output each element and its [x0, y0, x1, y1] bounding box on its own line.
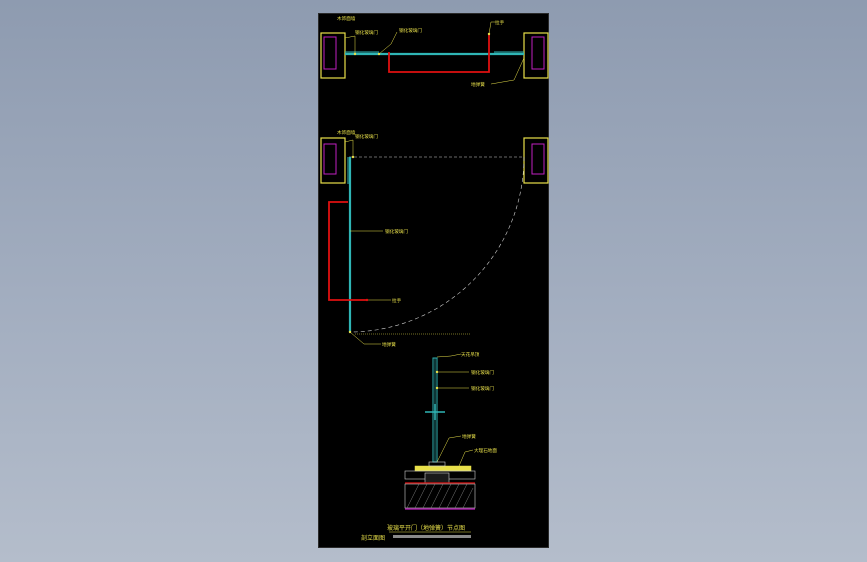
label-floor: 大理石地面: [474, 447, 497, 454]
door-swing-arc: [350, 156, 525, 333]
label-glass-open-top: 钢化玻璃门: [355, 133, 378, 140]
plan-closed-door: 木饰面墙 钢化玻璃门 钢化玻璃门 拉手 地弹簧: [320, 15, 549, 88]
wall-block-right: [523, 32, 549, 79]
leader-dot: [348, 330, 352, 334]
leader-glass-closed: [378, 31, 398, 55]
door-detail-drawing: 木饰面墙 钢化玻璃门 钢化玻璃门 拉手 地弹簧: [320, 15, 549, 542]
door-handle-open: [328, 201, 367, 301]
drawing-sheet[interactable]: 木饰面墙 钢化玻璃门 钢化玻璃门 拉手 地弹簧: [318, 13, 549, 548]
label-wall-open: 木饰面墙: [337, 129, 356, 136]
leader-floor: [458, 449, 474, 467]
label-glass-open-mid: 钢化玻璃门: [385, 228, 408, 235]
drawing-subtitle: 剖立面图: [361, 534, 385, 542]
leader-ceiling: [436, 353, 462, 358]
label-handle-open: 拉手: [392, 297, 402, 304]
wall-core-left-open: [323, 143, 337, 175]
wall-block-left: [320, 32, 346, 79]
plan-open-door: 木饰面墙 钢化玻璃门 钢化玻璃门 拉手 地弹簧: [320, 129, 549, 348]
label-hinge-open: 地弹簧: [382, 341, 396, 348]
wall-block-left-open: [320, 137, 346, 184]
scale-bar: [393, 535, 471, 538]
door-handle-closed: [388, 34, 490, 73]
leader-wall-open: [344, 139, 354, 157]
concrete-hatch: [406, 483, 474, 509]
label-hinge-closed: 地弹簧: [471, 81, 485, 88]
leader-dot: [435, 370, 439, 374]
label-glass-section-1: 钢化玻璃门: [471, 369, 494, 376]
leader-dot: [353, 52, 357, 56]
drawing-title-block: 玻璃平开门（地弹簧）节点图 剖立面图: [361, 524, 471, 542]
floor-hinge-box: [428, 461, 446, 467]
label-wall-closed: 木饰面墙: [337, 15, 356, 22]
leader-dot: [435, 386, 439, 390]
label-handle-closed: 拉手: [495, 19, 505, 26]
floor-finish-layer: [414, 465, 472, 472]
wall-core-right: [531, 36, 545, 70]
leader-dot: [365, 298, 369, 302]
leader-dot: [377, 52, 381, 56]
leader-handle-closed: [488, 21, 495, 35]
label-glass-section-2: 钢化玻璃门: [471, 385, 494, 392]
drawing-title: 玻璃平开门（地弹簧）节点图: [387, 524, 465, 532]
leader-hinge-closed: [490, 57, 525, 85]
wall-core-left: [323, 36, 337, 70]
leader-hinge-section: [436, 435, 462, 463]
leader-dot: [351, 155, 355, 159]
hinge-pit: [424, 472, 450, 484]
leader-hinge-open: [349, 331, 381, 345]
concrete-slab: [404, 483, 476, 509]
label-glass-closed-a: 钢化玻璃门: [355, 29, 378, 36]
leader-wall-closed: [344, 35, 356, 54]
wall-core-right-open: [531, 143, 545, 175]
label-ceiling: 天花吊顶: [461, 351, 480, 358]
label-glass-closed-b: 钢化玻璃门: [399, 27, 422, 34]
section-elevation: 天花吊顶 钢化玻璃门 钢化玻璃门 地弹簧 大理石地面: [404, 351, 497, 510]
label-hinge-section: 地弹簧: [462, 433, 476, 440]
leader-dot: [487, 32, 491, 36]
